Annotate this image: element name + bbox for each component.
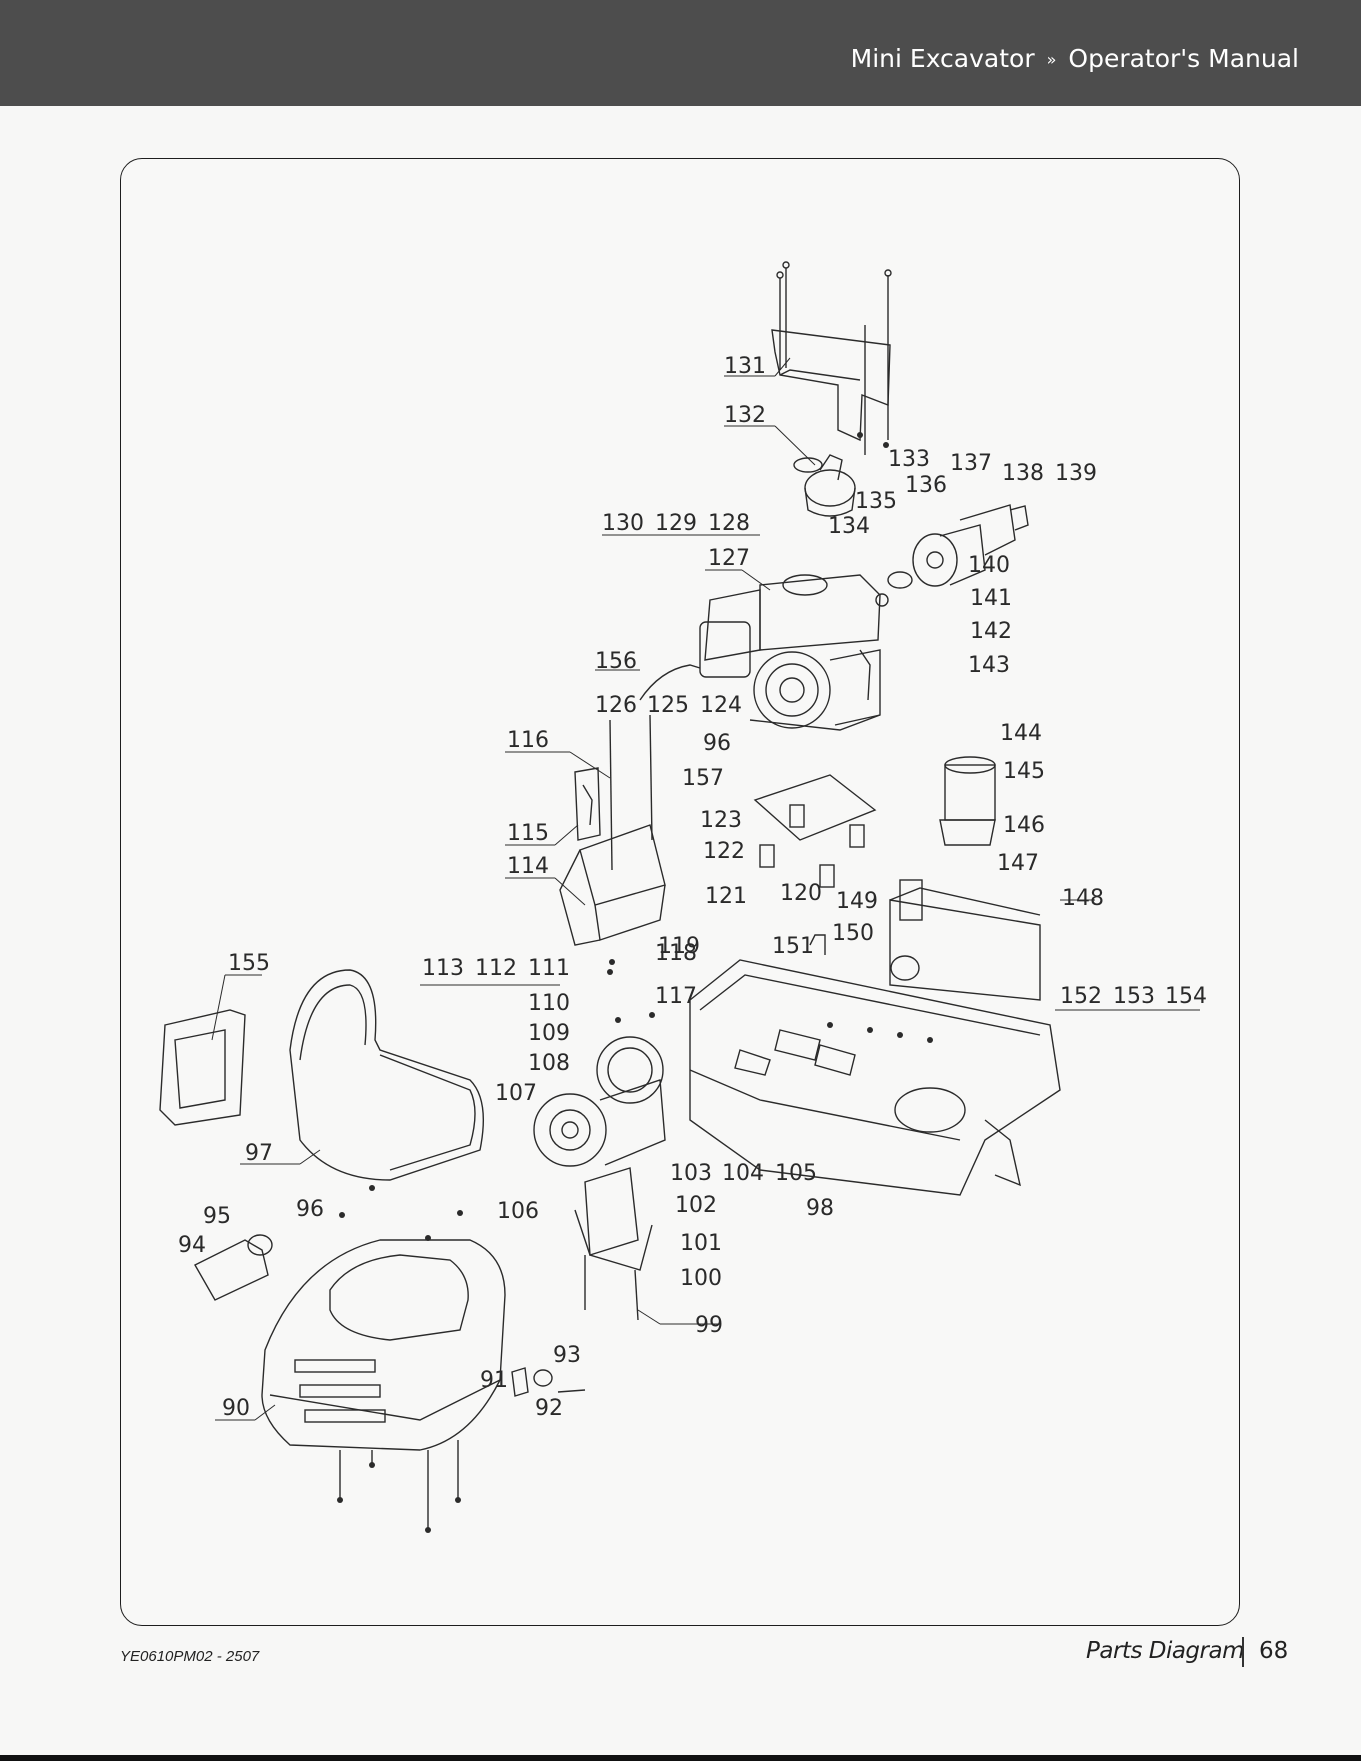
callout: 145 <box>1003 759 1045 784</box>
callout: 148 <box>1062 886 1104 911</box>
document-code: YE0610PM02 - 2507 <box>120 1648 260 1665</box>
callout: 130 <box>602 511 644 536</box>
header-product: Mini Excavator <box>850 44 1035 73</box>
callout: 122 <box>703 839 745 864</box>
callout: 90 <box>222 1396 250 1421</box>
callout: 110 <box>528 991 570 1016</box>
callout: 152 <box>1060 984 1102 1009</box>
callout: 92 <box>535 1396 563 1421</box>
callout: 123 <box>700 808 742 833</box>
callout: 104 <box>722 1161 764 1186</box>
header-manual: Operator's Manual <box>1068 44 1299 73</box>
callout: 121 <box>705 884 747 909</box>
callout: 139 <box>1055 461 1097 486</box>
callout: 91 <box>480 1368 508 1393</box>
header-separator: » <box>1046 50 1057 69</box>
callout: 129 <box>655 511 697 536</box>
callout: 151 <box>772 934 814 959</box>
section-title: Parts Diagram <box>1086 1638 1244 1664</box>
callout: 96 <box>703 731 731 756</box>
callout: 98 <box>806 1196 834 1221</box>
callout: 133 <box>888 447 930 472</box>
callout: 154 <box>1165 984 1207 1009</box>
callout: 150 <box>832 921 874 946</box>
callout: 109 <box>528 1021 570 1046</box>
bottom-edge <box>0 1755 1361 1761</box>
callout: 138 <box>1002 461 1044 486</box>
callout: 132 <box>724 403 766 428</box>
callout: 106 <box>497 1199 539 1224</box>
callout: 125 <box>647 693 689 718</box>
callout: 118 <box>655 941 697 966</box>
callout: 147 <box>997 851 1039 876</box>
callout: 103 <box>670 1161 712 1186</box>
callout: 156 <box>595 649 637 674</box>
callout: 136 <box>905 473 947 498</box>
callout-labels: 131 132 133 137 138 139 136 135 134 130 … <box>178 354 1207 1421</box>
page-number: 68 <box>1259 1638 1289 1664</box>
callout: 120 <box>780 881 822 906</box>
callout: 127 <box>708 546 750 571</box>
callout: 107 <box>495 1081 537 1106</box>
callout: 143 <box>968 653 1010 678</box>
parts-diagram: 131 132 133 137 138 139 136 135 134 130 … <box>159 261 1207 1533</box>
callout: 131 <box>724 354 766 379</box>
callout: 141 <box>970 586 1012 611</box>
callout: 97 <box>245 1141 273 1166</box>
callout: 153 <box>1113 984 1155 1009</box>
callout: 135 <box>855 489 897 514</box>
callout: 157 <box>682 766 724 791</box>
callout: 94 <box>178 1233 206 1258</box>
callout: 116 <box>507 728 549 753</box>
callout: 95 <box>203 1204 231 1229</box>
footer-divider <box>1242 1637 1244 1667</box>
callout: 134 <box>828 514 870 539</box>
callout: 114 <box>507 854 549 879</box>
diagram-frame <box>120 158 1240 1626</box>
callout: 126 <box>595 693 637 718</box>
callout: 142 <box>970 619 1012 644</box>
callout: 108 <box>528 1051 570 1076</box>
callout: 115 <box>507 821 549 846</box>
callout: 149 <box>836 889 878 914</box>
callout: 96 <box>296 1197 324 1222</box>
callout: 140 <box>968 553 1010 578</box>
callout: 155 <box>228 951 270 976</box>
callout: 146 <box>1003 813 1045 838</box>
callout: 100 <box>680 1266 722 1291</box>
header-title: Mini Excavator » Operator's Manual <box>851 44 1299 73</box>
callout: 119 <box>658 934 700 959</box>
callout: 112 <box>475 956 517 981</box>
callout: 102 <box>675 1193 717 1218</box>
callout: 93 <box>553 1343 581 1368</box>
callout: 101 <box>680 1231 722 1256</box>
callout: 124 <box>700 693 742 718</box>
callout: 113 <box>422 956 464 981</box>
callout: 117 <box>655 984 697 1009</box>
callout: 137 <box>950 451 992 476</box>
callout: 128 <box>708 511 750 536</box>
callout: 105 <box>775 1161 817 1186</box>
page-header: Mini Excavator » Operator's Manual <box>0 0 1361 106</box>
callout: 111 <box>528 956 570 981</box>
callout: 99 <box>695 1313 723 1338</box>
callout: 144 <box>1000 721 1042 746</box>
